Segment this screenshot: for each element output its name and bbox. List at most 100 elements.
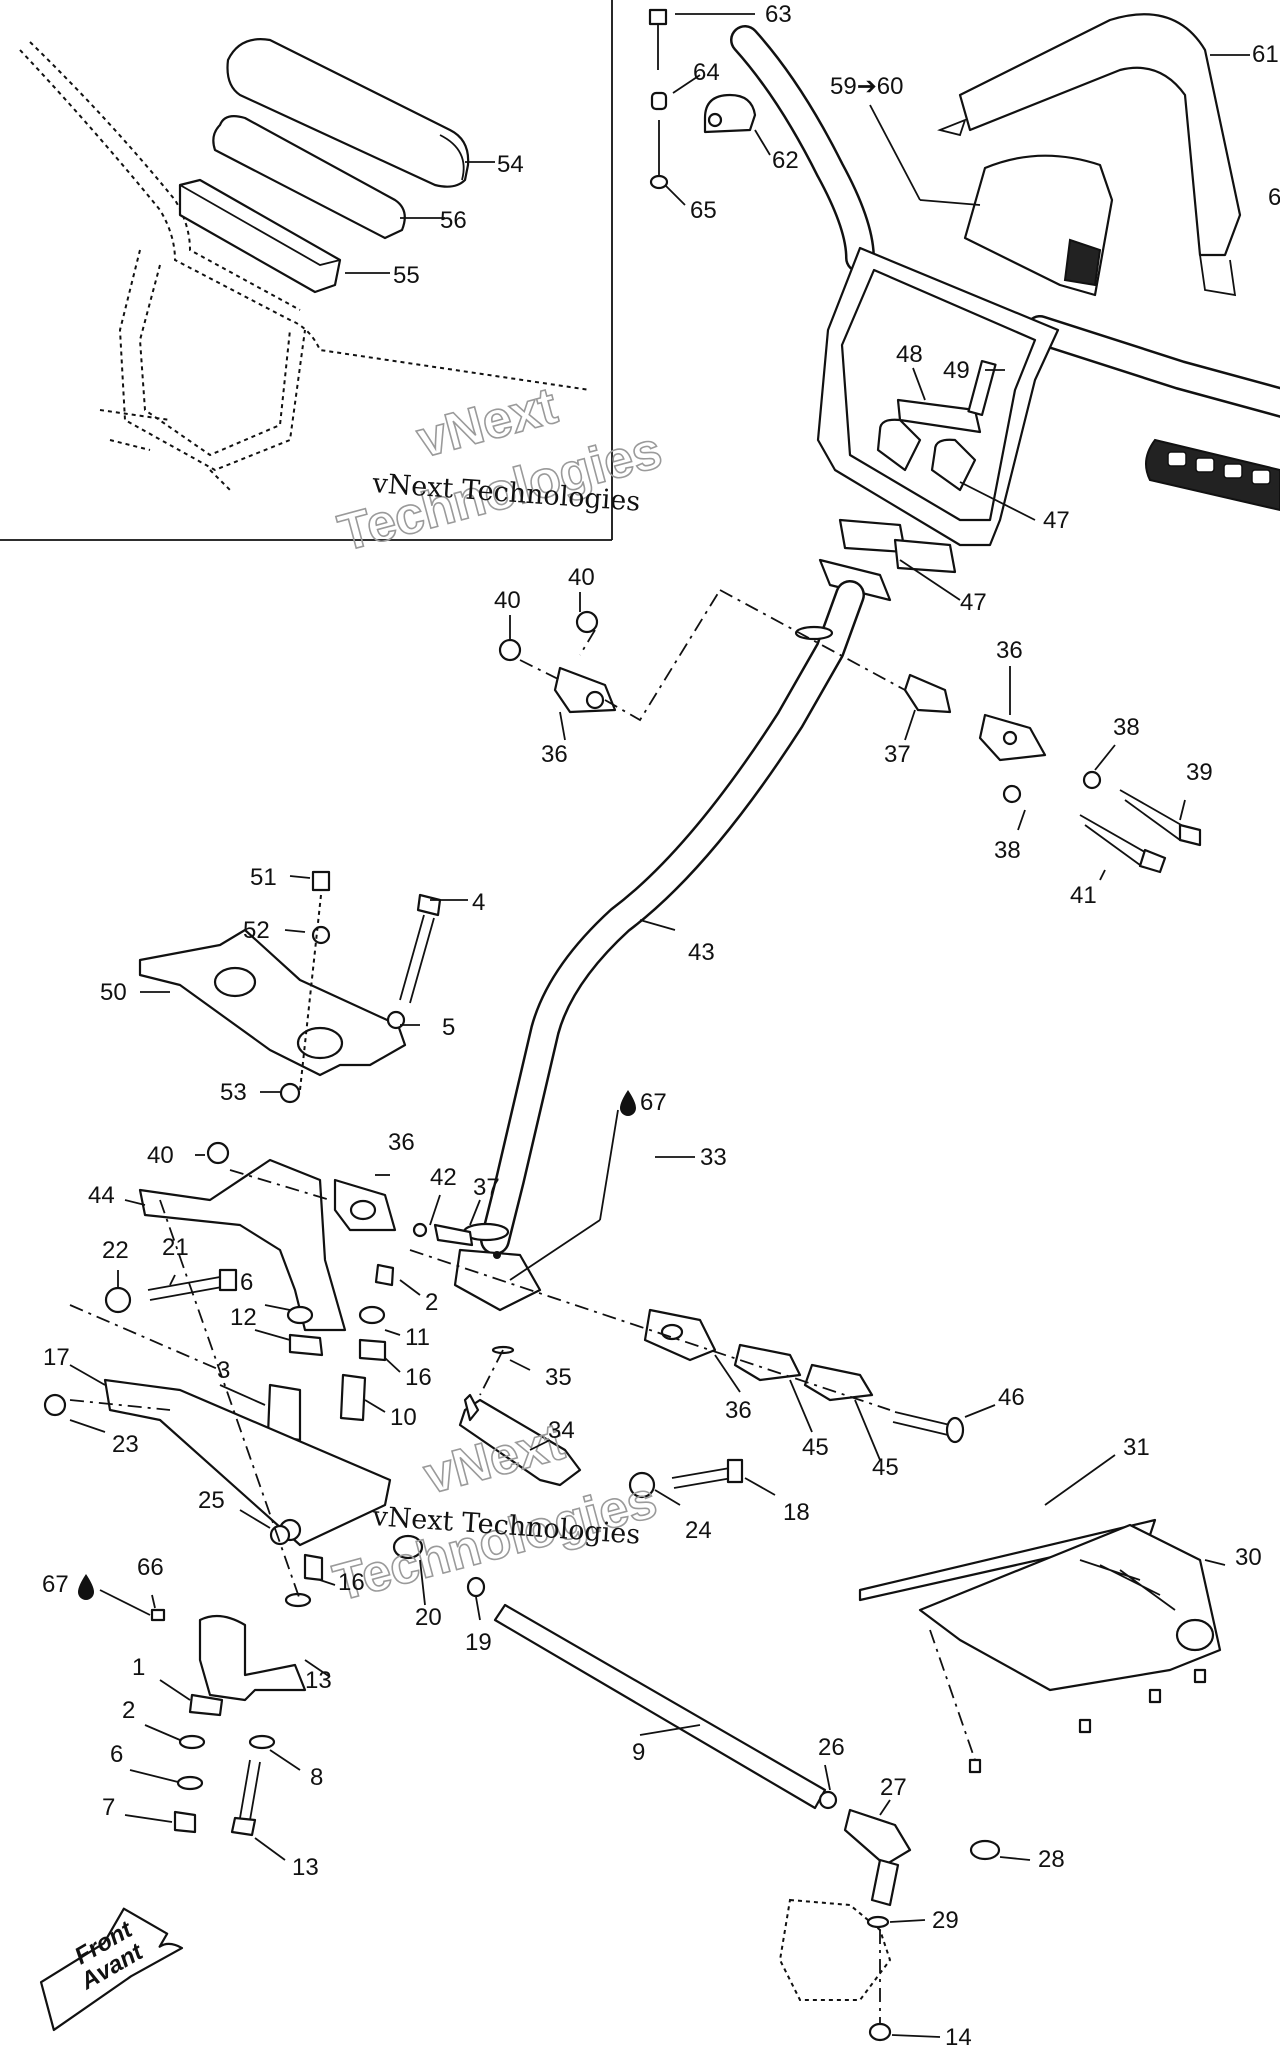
- callout: 67: [42, 1571, 69, 1598]
- bushing-right: [719, 589, 1202, 874]
- callout: 47: [960, 589, 987, 616]
- boot-assembly: [858, 1518, 1222, 1774]
- callout: 5: [442, 1014, 455, 1041]
- bolt-21: [104, 1268, 238, 1314]
- callout: 43: [688, 939, 715, 966]
- callout: 13: [305, 1667, 332, 1694]
- watermark-top: vNext Technologies: [332, 376, 669, 564]
- callout: 10: [390, 1404, 417, 1431]
- callout: 47: [1043, 507, 1070, 534]
- callout: 41: [1070, 882, 1097, 909]
- bushing-left: [498, 589, 721, 722]
- callout: 4: [472, 889, 485, 916]
- callout: 6: [240, 1269, 253, 1296]
- callout: 37: [884, 741, 911, 768]
- callout: 40: [494, 587, 521, 614]
- drop-icon: [78, 1574, 94, 1600]
- callout: 28: [1038, 1846, 1065, 1873]
- crossbar-17: [43, 1378, 392, 1547]
- callout: 45: [872, 1454, 899, 1481]
- upper-clamps: [818, 359, 997, 602]
- leader-lines: [69, 13, 1250, 2038]
- callout: 56: [440, 207, 467, 234]
- callout: 51: [250, 864, 277, 891]
- callout: 42: [430, 1164, 457, 1191]
- callout: 6: [1268, 184, 1280, 211]
- callout: 33: [700, 1144, 727, 1171]
- callout: 36: [541, 741, 568, 768]
- link-34: [458, 1345, 744, 1499]
- oil-drop-icons: [78, 1090, 636, 1600]
- callout: 64: [693, 59, 720, 86]
- spindle: [150, 1199, 312, 1837]
- bracket-44: [138, 1141, 474, 1332]
- callout: 7: [102, 1794, 115, 1821]
- callout: 17: [43, 1344, 70, 1371]
- inset-panel: [0, 0, 613, 541]
- callout: 13: [292, 1854, 319, 1881]
- callout: 8: [310, 1764, 323, 1791]
- drop-icon: [620, 1090, 636, 1116]
- callout: 18: [783, 1499, 810, 1526]
- handlebar-pad-54: [226, 38, 470, 188]
- callout: 55: [393, 262, 420, 289]
- callout: 66: [137, 1554, 164, 1581]
- callout: 49: [943, 357, 970, 384]
- callout: 38: [1113, 714, 1140, 741]
- callout: 21: [162, 1234, 189, 1261]
- callout: 44: [88, 1182, 115, 1209]
- callout: 50: [100, 979, 127, 1006]
- callout: 36: [388, 1129, 415, 1156]
- callout: 40: [568, 564, 595, 591]
- callout: 27: [880, 1774, 907, 1801]
- clamp-group: [648, 8, 757, 190]
- handlebar-strap: [958, 13, 1242, 257]
- callout: 16: [338, 1569, 365, 1596]
- callout: 34: [548, 1417, 575, 1444]
- front-arrow: Front Avant: [39, 1907, 184, 2032]
- steering-column: [453, 580, 865, 1312]
- callout: 52: [243, 917, 270, 944]
- callout: 2: [122, 1697, 135, 1724]
- callout-labels: 63 64 62 65 59➔60 61 6 54 56 55 48 49 47…: [42, 1, 1280, 2048]
- callout: 40: [147, 1142, 174, 1169]
- handlebar-foam-56: [212, 115, 406, 240]
- callout: 24: [685, 1517, 712, 1544]
- callout: 63: [765, 1, 792, 28]
- callout: 22: [102, 1237, 129, 1264]
- callout: 36: [725, 1397, 752, 1424]
- callout: 20: [415, 1604, 442, 1631]
- callout: 2: [425, 1289, 438, 1316]
- callout: 46: [998, 1384, 1025, 1411]
- callout: 62: [772, 147, 799, 174]
- callout: 6: [110, 1741, 123, 1768]
- callout: 16: [405, 1364, 432, 1391]
- callout: 31: [1123, 1434, 1150, 1461]
- link-arm: [409, 1249, 965, 1444]
- callout: 12: [230, 1304, 257, 1331]
- callout: 11: [405, 1324, 430, 1351]
- callout: 65: [690, 197, 717, 224]
- callout: 61: [1252, 41, 1279, 68]
- callout: 19: [465, 1629, 492, 1656]
- callout: 25: [198, 1487, 225, 1514]
- callout: 14: [945, 2024, 972, 2048]
- callout: 59➔60: [830, 73, 904, 100]
- tie-rod: [493, 1603, 1001, 1907]
- callout: 3: [217, 1357, 230, 1384]
- callout: 23: [112, 1431, 139, 1458]
- callout: 1: [132, 1654, 145, 1681]
- callout: 30: [1235, 1544, 1262, 1571]
- callout: 53: [220, 1079, 247, 1106]
- callout: 48: [896, 341, 923, 368]
- callout: 38: [994, 837, 1021, 864]
- left-stack: [69, 1263, 395, 1442]
- callout: 9: [632, 1739, 645, 1766]
- callout: 54: [497, 151, 524, 178]
- callout: 37: [473, 1174, 500, 1201]
- callout: 35: [545, 1364, 572, 1391]
- callout: 36: [996, 637, 1023, 664]
- bracket-50: [138, 870, 442, 1104]
- callout: 26: [818, 1734, 845, 1761]
